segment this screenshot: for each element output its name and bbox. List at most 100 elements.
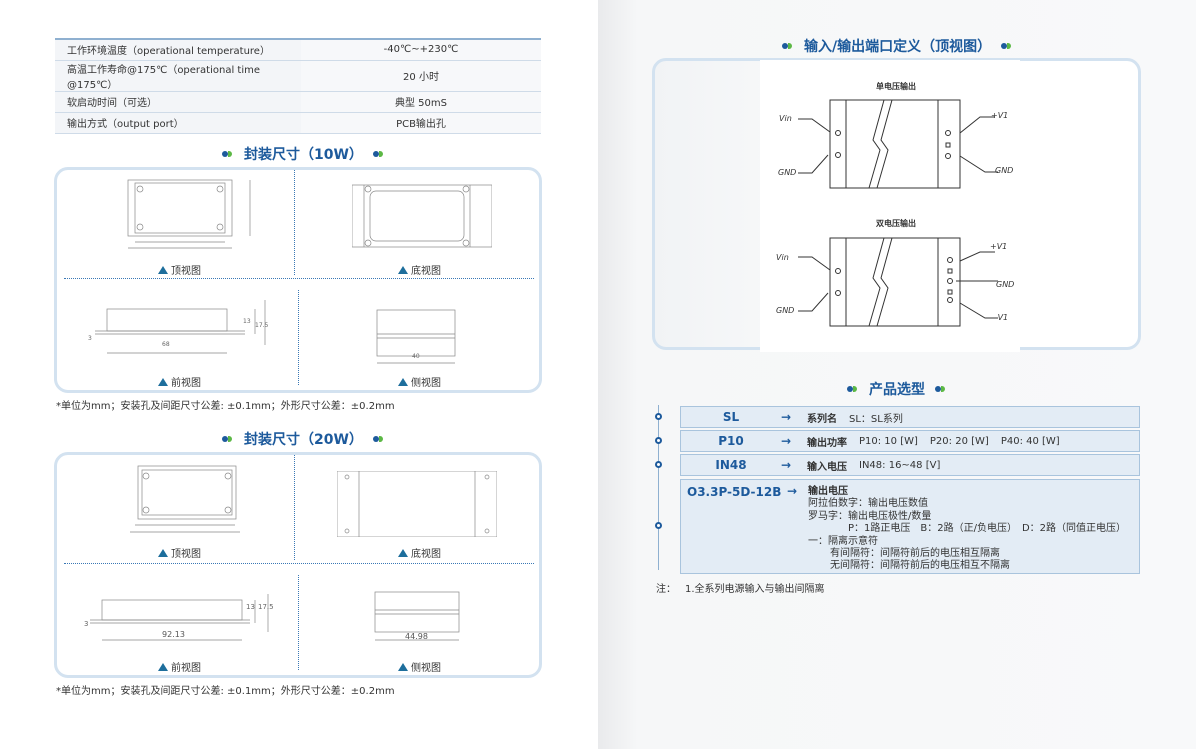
key: 输入电压: [807, 461, 847, 473]
label-vin: Vin: [779, 114, 792, 123]
caption: 顶视图: [171, 549, 201, 560]
side-view-drawing: [376, 309, 456, 364]
note-label: 注：: [656, 584, 676, 595]
caption: 前视图: [171, 378, 201, 389]
param: 输出方式（output port）: [55, 112, 301, 134]
line: 有间隔符：间隔符前后的电压相互隔离: [830, 548, 1000, 560]
bullet-icon: [372, 435, 385, 443]
code: O3.3P-5D-12B: [687, 485, 782, 499]
line: 输出电压: [808, 486, 848, 497]
dim-h2: 17.5: [258, 603, 274, 611]
dim-h1: 13: [243, 318, 251, 325]
dim-h1: 13: [246, 603, 255, 611]
line: 罗马字：输出电压极性/数量: [808, 510, 932, 522]
pkg20-title: 封装尺寸（20W）: [222, 429, 385, 449]
label-gnd-in: GND: [778, 168, 797, 177]
dim-t: 3: [88, 335, 92, 342]
caption-front-view: 前视图: [158, 374, 201, 389]
code: IN48: [715, 458, 747, 472]
table-row: 高温工作寿命@175℃（operational time @175℃）20 小时: [55, 60, 541, 92]
bullet-icon: [935, 385, 947, 393]
triangle-icon: [398, 377, 408, 386]
triangle-icon: [398, 662, 408, 671]
timeline-node: [655, 461, 662, 468]
caption: 侧视图: [411, 378, 441, 389]
front-view-drawing: [95, 300, 266, 354]
single-output-diagram: [798, 99, 998, 189]
label-gnd-in: GND: [776, 306, 795, 315]
dim-t: 3: [84, 620, 89, 628]
timeline-node: [655, 437, 662, 444]
caption: 底视图: [411, 266, 441, 277]
param: 高温工作寿命@175℃（operational time @175℃）: [55, 60, 301, 92]
bullet-icon: [222, 435, 234, 443]
timeline: [658, 405, 659, 570]
desc: IN48: 16~48 [V]: [859, 459, 941, 471]
selection-row: IN48 → 输入电压 IN48: 16~48 [V]: [680, 454, 1140, 476]
pkg20-note: *单位为mm；安装孔及间距尺寸公差: ±0.1mm；外形尺寸公差：±0.2mm: [56, 686, 395, 697]
desc: P10: 10 [W]: [859, 435, 918, 447]
dim-length: 68: [162, 341, 170, 348]
top-view-drawing: [127, 179, 251, 249]
title-text: 输入/输出端口定义（顶视图）: [804, 39, 992, 55]
left-page: 工作环境温度（operational temperature）-40℃~+230…: [54, 38, 542, 697]
key: 输出功率: [807, 437, 847, 449]
bottom-view-drawing: [337, 471, 497, 537]
line: 阿拉伯数字：输出电压数值: [808, 498, 928, 510]
code: P10: [718, 434, 744, 448]
timeline-node: [655, 522, 662, 529]
param: 工作环境温度（operational temperature）: [55, 39, 301, 61]
bottom-view-drawing: [352, 184, 492, 248]
side-view-drawing: [374, 591, 460, 641]
caption: 顶视图: [171, 266, 201, 277]
bullet-icon: [847, 385, 859, 393]
dim-width: 44.98: [405, 632, 428, 641]
desc: P20: 20 [W]: [929, 435, 989, 447]
title-text: 封装尺寸（20W）: [244, 432, 363, 448]
triangle-icon: [158, 662, 168, 671]
table-row: 软启动时间（可选）典型 50mS: [55, 91, 541, 113]
triangle-icon: [398, 265, 408, 274]
caption-top-view: 顶视图: [158, 545, 201, 560]
caption-side-view: 侧视图: [398, 374, 441, 389]
desc: SL：SL系列: [849, 413, 903, 425]
ports-title: 输入/输出端口定义（顶视图）: [782, 36, 1013, 56]
dual-output-diagram: [798, 237, 998, 327]
pkg10-title: 封装尺寸（10W）: [222, 144, 385, 164]
note-text: 1.全系列电源输入与输出间隔离: [685, 584, 825, 595]
line: P：1路正电压 B：2路（正/负电压） D：2路（同值正电压）: [848, 523, 1127, 535]
label-gnd-out: GND: [995, 166, 1014, 175]
label-v1: +V1: [991, 111, 1009, 120]
arrow-icon: →: [781, 458, 792, 472]
label-gnd-out: GND: [996, 280, 1015, 289]
arrow-icon: →: [781, 410, 792, 424]
caption-top-view: 顶视图: [158, 262, 201, 277]
title-text: 封装尺寸（10W）: [244, 147, 363, 163]
label-vneg: -V1: [995, 313, 1009, 322]
triangle-icon: [398, 548, 408, 557]
caption-front-view: 前视图: [158, 659, 201, 674]
bullet-icon: [782, 42, 794, 50]
spec-table: 工作环境温度（operational temperature）-40℃~+230…: [55, 38, 541, 134]
line: 无间隔符：间隔符前后的电压相互不隔离: [830, 560, 1010, 572]
bullet-icon: [372, 150, 385, 158]
desc: P40: 40 [W]: [1000, 435, 1060, 447]
title-text: 产品选型: [869, 382, 925, 398]
label-v1: +V1: [990, 242, 1008, 251]
triangle-icon: [158, 548, 168, 557]
front-view-drawing: [90, 594, 269, 641]
param: 软启动时间（可选）: [55, 91, 301, 113]
key: 系列名: [807, 413, 837, 425]
label-vin: Vin: [776, 253, 789, 262]
line: 一：隔离示意符: [808, 535, 878, 547]
dual-title: 双电压输出: [876, 219, 916, 228]
dim-length: 92.13: [162, 630, 185, 639]
caption: 底视图: [411, 549, 441, 560]
dim-width: 40: [412, 353, 420, 360]
timeline-node: [655, 413, 662, 420]
bullet-icon: [1001, 42, 1013, 50]
value: 典型 50mS: [301, 91, 541, 113]
arrow-icon: →: [787, 484, 798, 498]
selection-title: 产品选型: [847, 379, 947, 399]
